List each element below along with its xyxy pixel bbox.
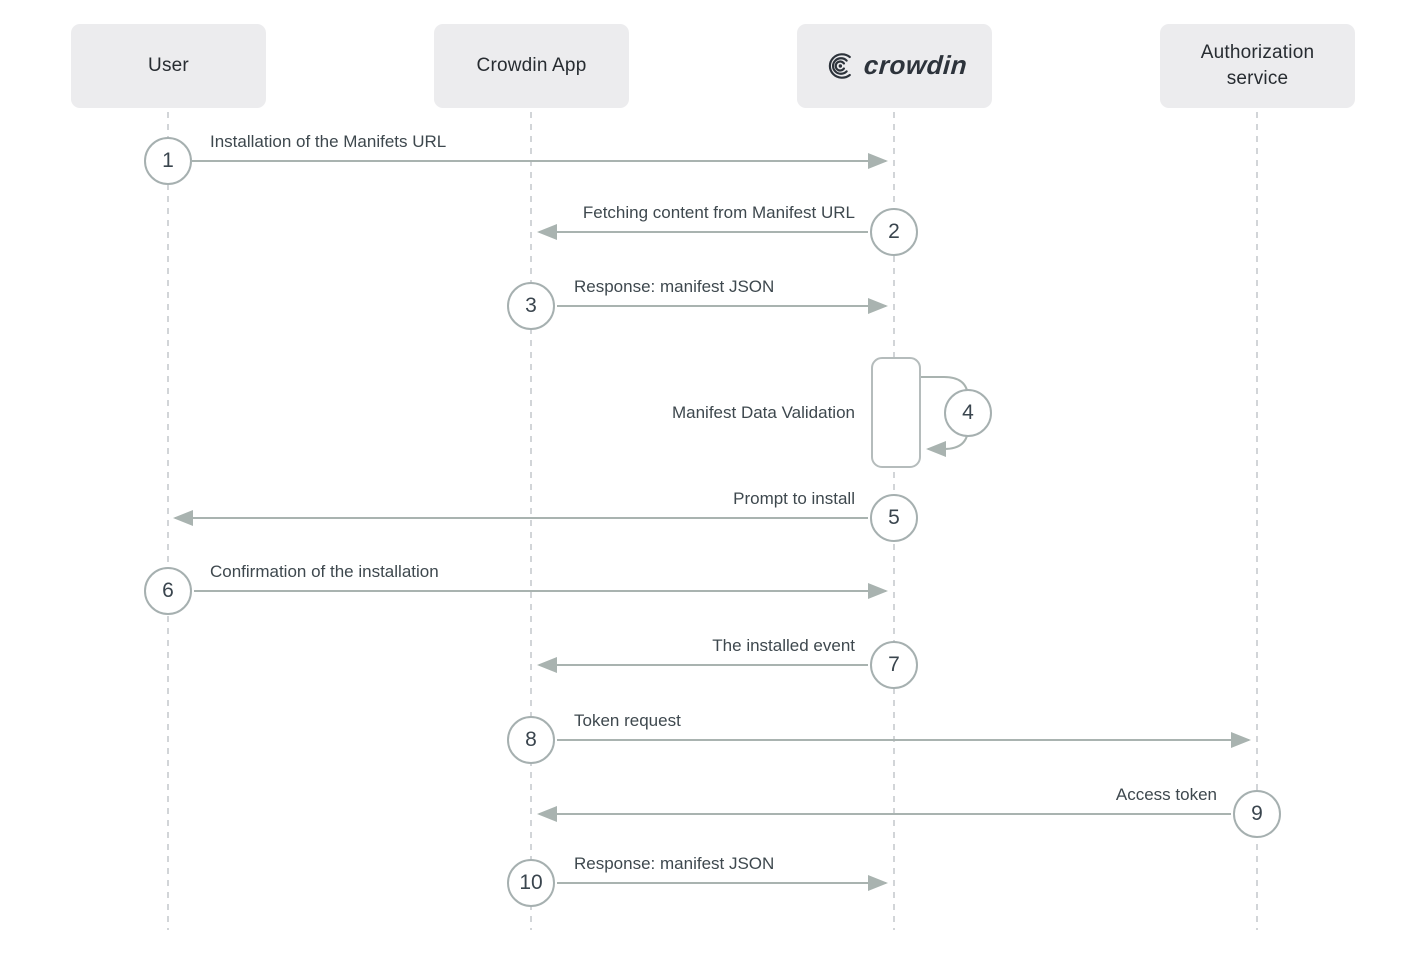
message-label-4: Manifest Data Validation — [671, 403, 855, 422]
message-label-3: Response: manifest JSON — [574, 277, 775, 296]
step-circle-4: 4 — [944, 389, 992, 437]
step-circle-3: 3 — [507, 282, 555, 330]
actor-authorization-service: Authorization service — [1160, 24, 1355, 108]
step-circle-6: 6 — [144, 567, 192, 615]
step-number: 7 — [888, 653, 900, 676]
message-label-1: Installation of the Manifets URL — [210, 132, 447, 151]
step-circle-7: 7 — [870, 641, 918, 689]
step-number: 2 — [888, 220, 900, 243]
lifeline-authorization-service — [1256, 112, 1258, 930]
message-label-2: Fetching content from Manifest URL — [582, 203, 855, 222]
actor-crowdin-app: Crowdin App — [434, 24, 629, 108]
activation-box-manifest-validation — [871, 357, 921, 468]
step-circle-8: 8 — [507, 716, 555, 764]
actor-authorization-service-label: Authorization service — [1200, 42, 1315, 89]
step-number: 6 — [162, 579, 174, 602]
crowdin-logo: crowdin — [821, 48, 969, 84]
message-label-6: Confirmation of the installation — [210, 562, 439, 581]
step-number: 10 — [519, 871, 543, 894]
step-number: 8 — [525, 728, 537, 751]
step-number: 1 — [162, 149, 174, 172]
step-circle-1: 1 — [144, 137, 192, 185]
step-circle-2: 2 — [870, 208, 918, 256]
step-circle-9: 9 — [1233, 790, 1281, 838]
step-number: 9 — [1251, 802, 1263, 825]
message-label-8: Token request — [574, 711, 681, 730]
step-number: 4 — [962, 401, 974, 424]
actor-crowdin-app-label: Crowdin App — [476, 55, 587, 77]
message-label-9: Access token — [1115, 785, 1217, 804]
step-circle-10: 10 — [507, 859, 555, 907]
message-label-10: Response: manifest JSON — [574, 854, 775, 873]
lifeline-user — [167, 112, 169, 930]
step-number: 5 — [888, 506, 900, 529]
step-circle-5: 5 — [870, 494, 918, 542]
message-label-7: The installed event — [712, 636, 855, 655]
actor-user-label: User — [148, 55, 189, 77]
crowdin-swirl-icon — [829, 53, 852, 79]
actor-crowdin: crowdin — [797, 24, 992, 108]
lifeline-crowdin-app — [530, 112, 532, 930]
step-number: 3 — [525, 294, 537, 317]
actor-user: User — [71, 24, 266, 108]
message-label-5: Prompt to install — [733, 489, 855, 508]
crowdin-wordmark: crowdin — [863, 50, 969, 81]
